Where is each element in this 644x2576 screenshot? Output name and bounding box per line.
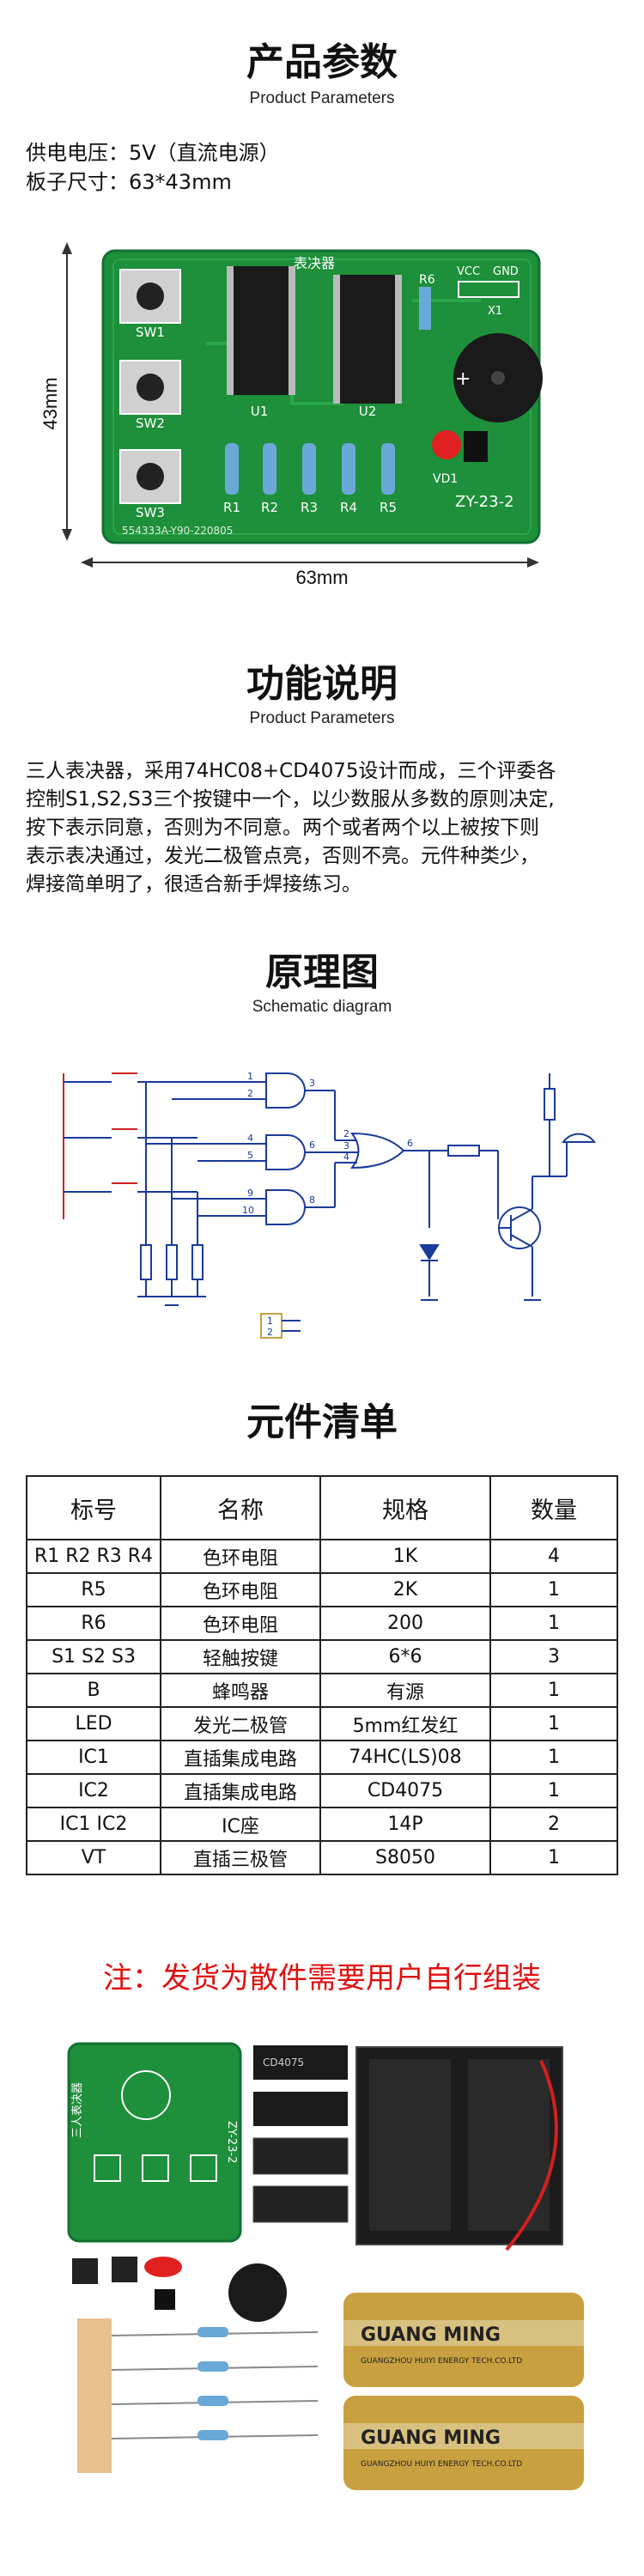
or-pin-6: 6 (407, 1138, 413, 1149)
buzzer: + (453, 333, 543, 422)
dim-width: 63mm (295, 567, 348, 584)
pin-4: 4 (247, 1133, 253, 1144)
params-subtitle: Product Parameters (249, 89, 395, 107)
svg-text:GUANGZHOU HUIYI ENERGY TECH.CO: GUANGZHOU HUIYI ENERGY TECH.CO.LTD (361, 2460, 522, 2469)
pin-8: 8 (309, 1194, 315, 1206)
switch-sw1: SW1 (119, 269, 181, 340)
svg-text:U2: U2 (359, 404, 377, 419)
led-vd1: VD1 (432, 430, 461, 486)
svg-text:R5: R5 (380, 500, 397, 515)
svg-text:SW3: SW3 (136, 505, 165, 520)
pin-3: 3 (309, 1078, 315, 1089)
svg-text:U1: U1 (251, 404, 269, 419)
param-voltage: 供电电压：5V（直流电源） (26, 141, 280, 165)
label-r6: R6 (419, 273, 435, 287)
conn-pin-1: 1 (267, 1315, 273, 1327)
params-title: 产品参数 (246, 40, 398, 84)
ic-u2: U2 (333, 275, 402, 419)
schematic-subtitle: Schematic diagram (252, 998, 392, 1016)
svg-text:GUANGZHOU HUIYI ENERGY TECH.CO: GUANGZHOU HUIYI ENERGY TECH.CO.LTD (361, 2357, 522, 2366)
board-serial: 554333A-Y90-220805 (122, 525, 233, 537)
header-spec: 规格 (319, 1475, 491, 1540)
param-size: 板子尺寸：63*43mm (26, 170, 232, 194)
parts-title: 元件清单 (246, 1400, 398, 1444)
svg-text:VD1: VD1 (433, 472, 458, 486)
header-qty: 数量 (489, 1475, 618, 1540)
board-model: ZY-23-2 (455, 493, 514, 511)
battery-2: GUANG MING GUANGZHOU HUIYI ENERGY TECH.C… (343, 2396, 584, 2490)
or-pin-3: 3 (343, 1140, 349, 1151)
switch-sw3: SW3 (119, 449, 181, 520)
pin-6: 6 (309, 1139, 315, 1151)
schematic-diagram: 1 2 3 4 5 6 9 10 8 2 3 4 6 1 2 (63, 1071, 596, 1339)
kit-photo: 三人表决器 ZY-23-2 CD4075 GUANG MING GUANGZHO… (67, 2042, 584, 2490)
svg-text:GUANG MING: GUANG MING (361, 2324, 501, 2346)
label-gnd: GND (493, 265, 519, 278)
svg-text:R1: R1 (223, 500, 240, 515)
svg-text:GUANG MING: GUANG MING (361, 2427, 501, 2449)
function-description: 三人表决器，采用74HC08+CD4075设计而成，三个评委各 控制S1,S2,… (26, 760, 556, 896)
svg-text:+: + (455, 368, 471, 390)
svg-text:SW2: SW2 (136, 416, 165, 431)
pin-10: 10 (242, 1205, 254, 1216)
or-pin-4: 4 (343, 1151, 349, 1163)
ic-u1: U1 (227, 266, 295, 419)
header-name: 名称 (160, 1475, 321, 1540)
battery-1: GUANG MING GUANGZHOU HUIYI ENERGY TECH.C… (343, 2293, 584, 2387)
silk-title: 表决器 (294, 255, 335, 271)
pcb-board-photo: 43mm 63mm SW1 SW2 SW3 U1 U2 表决器 R6 VCC G… (39, 242, 543, 584)
svg-text:R4: R4 (340, 500, 357, 515)
pin-9: 9 (247, 1188, 253, 1199)
svg-text:R3: R3 (301, 500, 318, 515)
conn-pin-2: 2 (267, 1327, 273, 1338)
resistor-row: R1 R2 R3 R4 R5 (223, 443, 397, 515)
label-vcc: VCC (457, 265, 480, 278)
label-x1: X1 (488, 305, 502, 318)
pin-2: 2 (247, 1088, 253, 1099)
svg-text:R2: R2 (261, 500, 278, 515)
kit-pcb-silk: 三人表决器 (71, 2082, 84, 2138)
kit-pcb-model: ZY-23-2 (225, 2121, 238, 2164)
header-ref: 标号 (26, 1475, 161, 1540)
function-subtitle: Product Parameters (249, 709, 395, 727)
schematic-title: 原理图 (265, 951, 379, 994)
function-title: 功能说明 (246, 662, 398, 706)
parts-header-row: 标号 名称 规格 数量 (26, 1475, 618, 1540)
kit-ic-label: CD4075 (263, 2057, 304, 2069)
or-pin-2: 2 (343, 1128, 349, 1139)
pin-5: 5 (247, 1150, 253, 1161)
switch-sw2: SW2 (119, 360, 181, 431)
svg-text:SW1: SW1 (136, 325, 165, 340)
dim-height: 43mm (39, 377, 61, 429)
assembly-note: 注：发货为散件需要用户自行组装 (103, 1961, 541, 1996)
pin-1: 1 (247, 1071, 253, 1082)
